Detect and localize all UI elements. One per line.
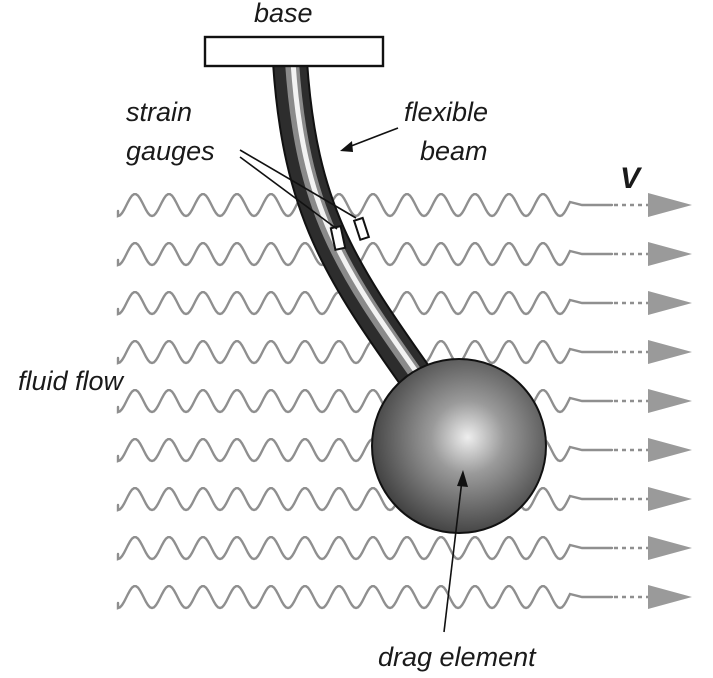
beam-pointer	[345, 127, 399, 149]
flow-arrowhead	[648, 438, 692, 462]
strain-pointer-2	[239, 149, 357, 219]
label-fluid-flow: fluid flow	[18, 366, 125, 396]
label-flexible: flexible	[404, 97, 488, 127]
flow-line	[116, 242, 614, 267]
flow-arrowhead	[648, 585, 692, 609]
label-strain: strain	[126, 97, 192, 127]
strain-pointer-1	[239, 156, 338, 230]
flow-line	[116, 585, 614, 610]
flow-arrowhead	[648, 487, 692, 511]
flow-arrowhead	[648, 291, 692, 315]
label-velocity: V	[620, 162, 643, 195]
label-gauges: gauges	[126, 136, 215, 166]
label-beam: beam	[420, 136, 488, 166]
flow-line	[116, 536, 614, 561]
flow-arrowhead	[648, 193, 692, 217]
drag-pointer-head	[457, 470, 468, 487]
drag-element-sphere	[371, 358, 547, 534]
flow-arrowhead	[648, 242, 692, 266]
flow-line	[116, 487, 614, 512]
strain-gauge-right	[352, 216, 371, 242]
drag-pointer	[443, 479, 463, 633]
flow-line	[116, 193, 614, 218]
beam-pointer-head	[340, 141, 353, 152]
label-base: base	[254, 0, 313, 28]
flow-arrowhead	[648, 340, 692, 364]
flow-line	[116, 340, 614, 365]
flow-arrowhead	[648, 536, 692, 560]
base-block	[203, 35, 385, 68]
flow-arrowhead	[648, 389, 692, 413]
label-drag-element: drag element	[378, 642, 537, 672]
